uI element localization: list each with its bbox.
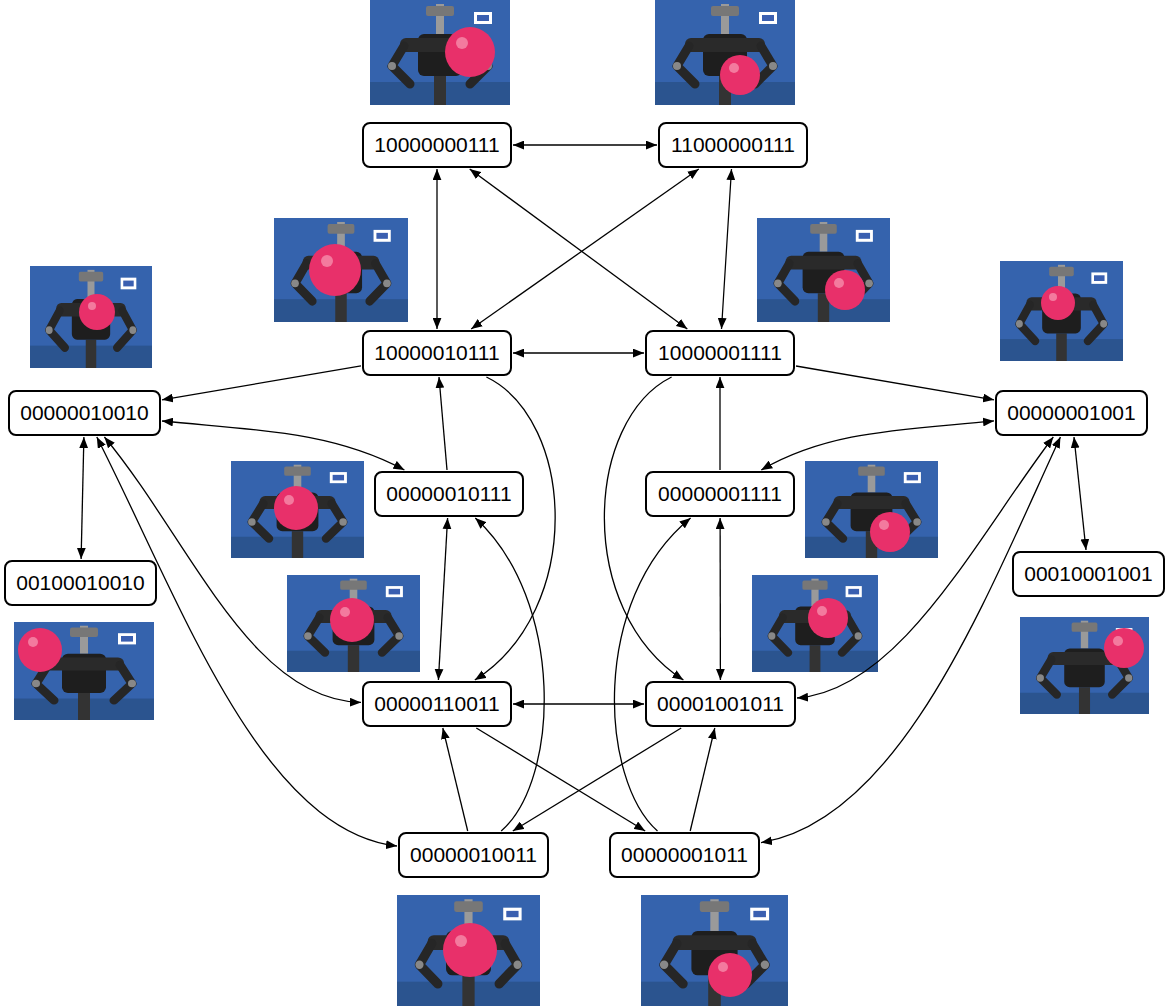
state-box: 11000000111 <box>658 122 808 168</box>
robot-photo <box>231 461 364 558</box>
state-code: 00000010010 <box>20 400 148 425</box>
state-code: 00010001001 <box>1024 561 1152 586</box>
state-box: 00000110011 <box>362 681 512 727</box>
state-code: 00000110011 <box>374 691 499 716</box>
transition-arrow <box>722 169 732 329</box>
robot-photo <box>805 461 938 558</box>
state-code: 00000001111 <box>658 481 782 506</box>
state-box: 00010001001 <box>1012 551 1165 597</box>
state-box: 10000001111 <box>645 330 795 376</box>
state-box: 00000010011 <box>398 832 549 878</box>
state-box: 10000000111 <box>362 122 512 168</box>
robot-photo <box>1000 261 1123 361</box>
state-code: 11000000111 <box>671 132 795 157</box>
state-code: 00000001011 <box>621 842 748 867</box>
transition-arrow <box>475 518 544 831</box>
state-box: 00100010010 <box>4 560 157 606</box>
robot-photo <box>1020 617 1149 714</box>
state-box: 00000010111 <box>374 471 524 517</box>
transition-arrow <box>471 169 699 329</box>
transition-arrow <box>761 437 1060 843</box>
state-code: 00000010111 <box>386 481 511 506</box>
state-box: 10000010111 <box>362 330 512 376</box>
transition-arrow <box>97 437 397 846</box>
transition-arrow <box>513 144 657 145</box>
state-code: 10000000111 <box>374 132 499 157</box>
robot-photo <box>14 622 154 720</box>
state-code: 10000001111 <box>658 340 782 365</box>
transition-arrow <box>604 377 683 680</box>
robot-photo <box>752 575 878 672</box>
state-box: 00000001111 <box>645 471 795 517</box>
transition-arrow <box>513 703 644 704</box>
transition-arrow <box>439 377 447 470</box>
state-box: 00000001011 <box>609 832 760 878</box>
transition-arrow <box>81 437 84 559</box>
transition-arrow <box>719 377 720 470</box>
transition-arrow <box>443 728 468 831</box>
state-code: 00001001011 <box>657 691 784 716</box>
transition-arrow <box>436 169 437 329</box>
state-code: 10000010111 <box>374 340 499 365</box>
robot-photo <box>274 218 408 322</box>
transition-arrow <box>476 728 645 831</box>
transition-arrow <box>761 421 994 470</box>
robot-photo <box>370 0 510 105</box>
robot-photo <box>655 0 795 105</box>
transition-arrow <box>614 518 690 831</box>
state-code: 00100010010 <box>16 570 144 595</box>
robot-photo <box>30 266 152 368</box>
robot-photo <box>397 895 540 1006</box>
transition-arrow <box>470 169 688 329</box>
transition-arrow <box>719 518 721 680</box>
state-box: 00000001001 <box>995 390 1148 436</box>
transition-arrow <box>475 377 555 680</box>
transition-arrow <box>162 421 404 470</box>
state-code: 00000010011 <box>410 842 537 867</box>
robot-photo <box>641 895 788 1006</box>
robot-photo <box>287 575 420 672</box>
transition-arrow <box>796 366 994 400</box>
state-box: 00001001011 <box>645 681 796 727</box>
transition-arrow <box>513 352 644 353</box>
state-box: 00000010010 <box>8 390 161 436</box>
state-code: 00000001001 <box>1007 400 1135 425</box>
robot-photo <box>757 218 890 322</box>
transition-arrow <box>438 518 447 680</box>
transition-arrow <box>690 728 715 831</box>
transition-arrow <box>1074 437 1086 550</box>
transition-arrow <box>513 728 681 831</box>
transition-arrow <box>162 366 361 400</box>
